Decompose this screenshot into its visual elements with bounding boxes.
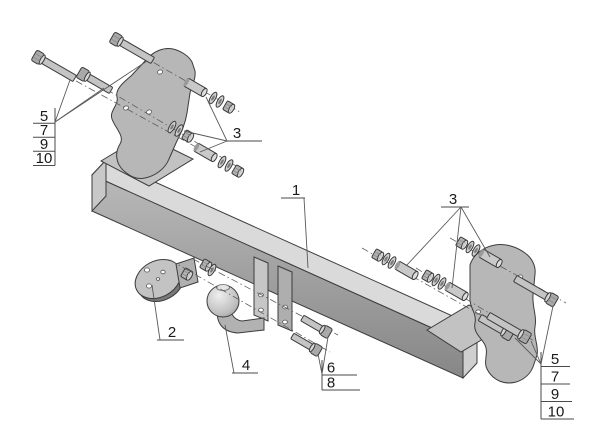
clamp-hole: [282, 319, 288, 325]
plate-hole: [143, 267, 150, 273]
left-stack-item-9: 9: [40, 136, 48, 153]
hex-bolt: [75, 66, 115, 97]
tow-ball: [206, 284, 265, 334]
callout-1-label: 1: [292, 182, 300, 199]
hex-nut: [231, 164, 246, 179]
callout-spacers-right: 3: [405, 191, 491, 289]
left-stack-item-7: 7: [40, 122, 48, 139]
right-stack-item-7: 7: [551, 369, 559, 386]
plate-hole: [160, 269, 166, 275]
callout-spacers-left: 3: [183, 96, 262, 153]
spacer-sleeve: [191, 141, 219, 163]
right-bracket-plate: [469, 244, 538, 384]
callout-crossbar: 1: [281, 182, 309, 269]
plate-hole: [145, 283, 152, 289]
callout-6-label: 6: [327, 360, 335, 377]
hex-nut: [222, 100, 237, 115]
bracket-hole: [157, 69, 163, 75]
left-bracket-plate: [110, 48, 196, 179]
callout-8-label: 8: [327, 375, 335, 392]
callout-3-right-label: 3: [449, 191, 457, 208]
spacer-sleeve: [392, 259, 420, 281]
hex-bolt: [289, 330, 324, 358]
hex-bolt: [108, 31, 157, 67]
hex-bolt: [30, 49, 79, 85]
left-stack-item-10: 10: [36, 150, 53, 167]
left-stack-item-5: 5: [40, 108, 48, 125]
ball-clamp-front-plate: [253, 256, 269, 322]
right-stack-item-10: 10: [548, 404, 565, 421]
callout-ball-bolts: 6 8: [317, 336, 360, 392]
plate-hole: [155, 277, 161, 281]
callout-2-label: 2: [168, 324, 176, 341]
tow-ball-top: [216, 284, 230, 291]
callout-3-left-label: 3: [233, 125, 241, 142]
left-fastener-stack: 5 7 9 10: [33, 60, 148, 167]
right-stack-item-5: 5: [551, 351, 559, 368]
right-fastener-stack: 5 7 9 10: [514, 305, 574, 421]
right-stack-item-9: 9: [551, 386, 559, 403]
spacer-sleeve: [442, 280, 470, 302]
crossbar-left-end: [91, 158, 107, 213]
callout-tow-ball: 4: [224, 324, 258, 374]
ball-clamp-rear-plate: [277, 265, 293, 332]
callout-4-label: 4: [242, 357, 250, 374]
callout-adapter-plate: 2: [151, 284, 184, 341]
